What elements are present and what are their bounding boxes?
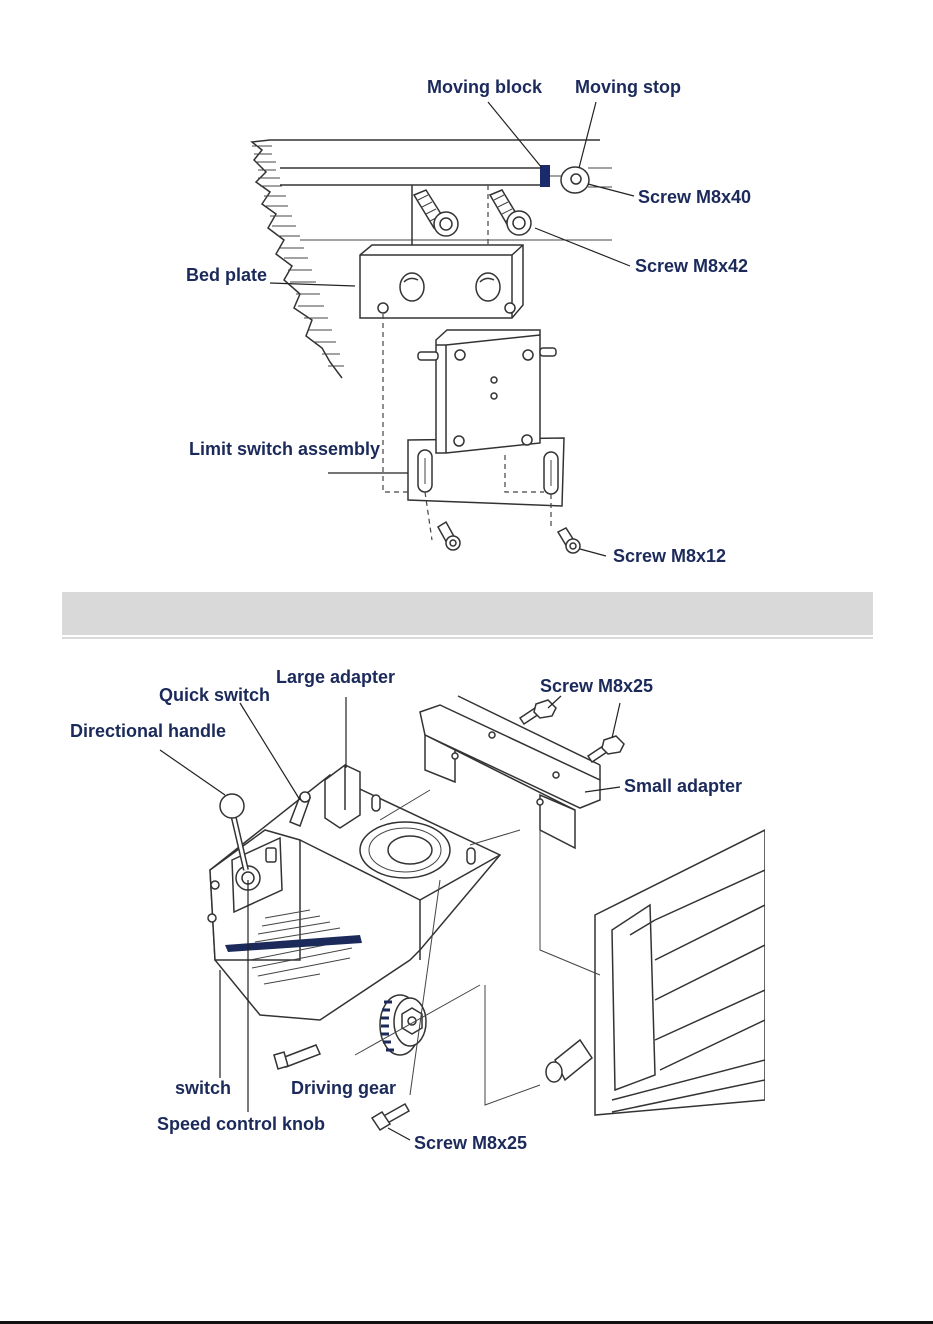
section-divider-line (62, 637, 873, 639)
label-limit-switch-assembly: Limit switch assembly (189, 439, 380, 459)
label-screw-m8x42: Screw M8x42 (635, 256, 748, 276)
label-screw-m8x12: Screw M8x12 (613, 546, 726, 566)
label-screw-m8x40: Screw M8x40 (638, 187, 751, 207)
label-switch: switch (175, 1078, 231, 1098)
label-moving-stop: Moving stop (575, 77, 681, 97)
label-screw-m8x25-top: Screw M8x25 (540, 676, 653, 696)
label-large-adapter: Large adapter (276, 667, 395, 687)
power-feed-assembly-diagram: Large adapter Quick switch Directional h… (65, 658, 765, 1163)
label-small-adapter: Small adapter (624, 776, 742, 796)
screw-m8x25-bottom (372, 1104, 409, 1130)
label-screw-m8x25-bottom: Screw M8x25 (414, 1133, 527, 1153)
screw-m8x25-top-right (588, 736, 624, 762)
screw-m8x25-top-left (520, 700, 556, 724)
limit-switch-diagram: Moving block Moving stop Screw M8x40 Scr… (185, 70, 755, 575)
lead-screw-rail (546, 830, 765, 1115)
label-quick-switch: Quick switch (159, 685, 270, 705)
bed-plate-block (360, 245, 523, 318)
small-adapter (420, 696, 600, 848)
label-moving-block: Moving block (427, 77, 543, 97)
section-divider-bar (62, 592, 873, 635)
screw-m8x12-right (558, 528, 580, 553)
screw-m8x42-left (414, 190, 458, 236)
screw-body-left (274, 1045, 320, 1069)
limit-switch-assembly (408, 330, 564, 506)
screw-m8x42-right (490, 190, 531, 235)
label-directional-handle: Directional handle (70, 721, 226, 741)
label-speed-control-knob: Speed control knob (157, 1114, 325, 1134)
label-driving-gear: Driving gear (291, 1078, 396, 1098)
screw-m8x12-left (438, 522, 460, 550)
driving-gear (380, 995, 426, 1055)
label-bed-plate: Bed plate (186, 265, 267, 285)
power-feed-body (208, 765, 500, 1020)
